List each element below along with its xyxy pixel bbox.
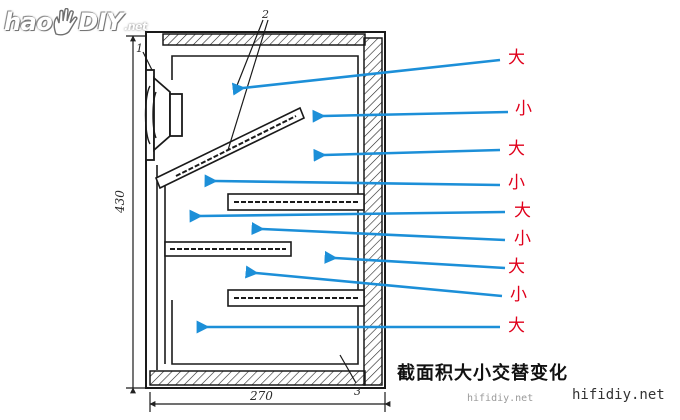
size-label-large: 大: [508, 139, 525, 159]
diagram-caption: 截面积大小交替变化: [397, 363, 568, 384]
dimension-lines: [126, 35, 391, 412]
logo-suffix: .net: [124, 20, 147, 33]
height-dimension: 430: [113, 190, 127, 214]
size-label-small: 小: [515, 99, 532, 119]
size-label-small: 小: [510, 285, 527, 305]
callout-leaders: [142, 19, 357, 384]
watermark-small: hifidiy.net: [467, 393, 534, 404]
baffles: [154, 106, 365, 307]
hand-icon: [53, 8, 78, 36]
logo-text-a: hao: [4, 8, 53, 36]
size-label-large: 大: [508, 316, 525, 336]
size-label-small: 小: [514, 229, 531, 249]
width-dimension: 270: [249, 389, 273, 403]
site-logo: hao DIY .net: [4, 2, 147, 36]
pointer-arrows: [189, 58, 509, 334]
cabinet-walls: [145, 31, 386, 389]
size-label-small: 小: [508, 173, 525, 193]
callout-3: 3: [354, 385, 361, 398]
callout-2: 2: [261, 8, 269, 21]
callout-1: 1: [136, 42, 143, 55]
size-label-large: 大: [508, 257, 525, 277]
logo-text-b: DIY: [78, 8, 124, 36]
size-label-large: 大: [514, 201, 531, 221]
watermark-large: hifidiy.net: [572, 387, 665, 403]
speaker-driver: [144, 69, 183, 161]
size-label-large: 大: [508, 48, 525, 68]
